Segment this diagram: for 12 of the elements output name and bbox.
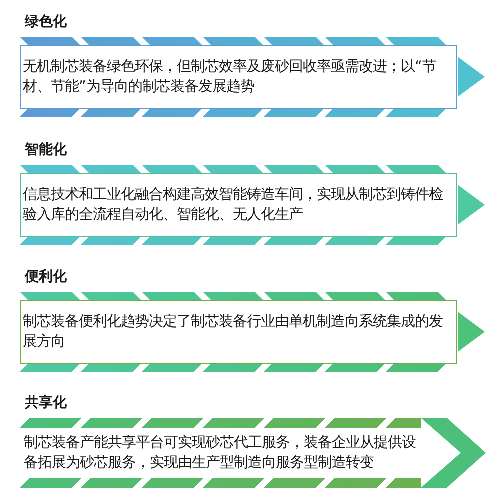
striped-arrow-panel bbox=[20, 13, 487, 117]
description-text: 制芯装备便利化趋势决定了制芯装备行业由单机制造向系统集成的发展方向 bbox=[23, 312, 444, 352]
section-heading: 便利化 bbox=[25, 268, 67, 286]
description-text: 制芯装备产能共享平台可实现砂芯代工服务，装备企业从提供设备拓展为砂芯服务，实现由生产型制造向服务型制造转变 bbox=[24, 434, 417, 473]
section-heading: 绿色化 bbox=[25, 13, 67, 31]
striped-arrow-panel bbox=[20, 394, 487, 488]
description-text: 信息技术和工业化融合构建高效智能铸造车间，实现从制芯到铸件检验入库的全流程自动化、智能化、无人化生产 bbox=[23, 186, 444, 224]
striped-arrow-panel bbox=[20, 268, 487, 372]
section-heading: 共享化 bbox=[25, 394, 67, 412]
description-text: 无机制芯装备绿色环保，但制芯效率及废砂回收率亟需改进；以“节材、节能”为导向的制芯装备发展趋势 bbox=[23, 58, 438, 96]
striped-arrow-panel bbox=[20, 141, 487, 245]
section-heading: 智能化 bbox=[25, 141, 67, 159]
